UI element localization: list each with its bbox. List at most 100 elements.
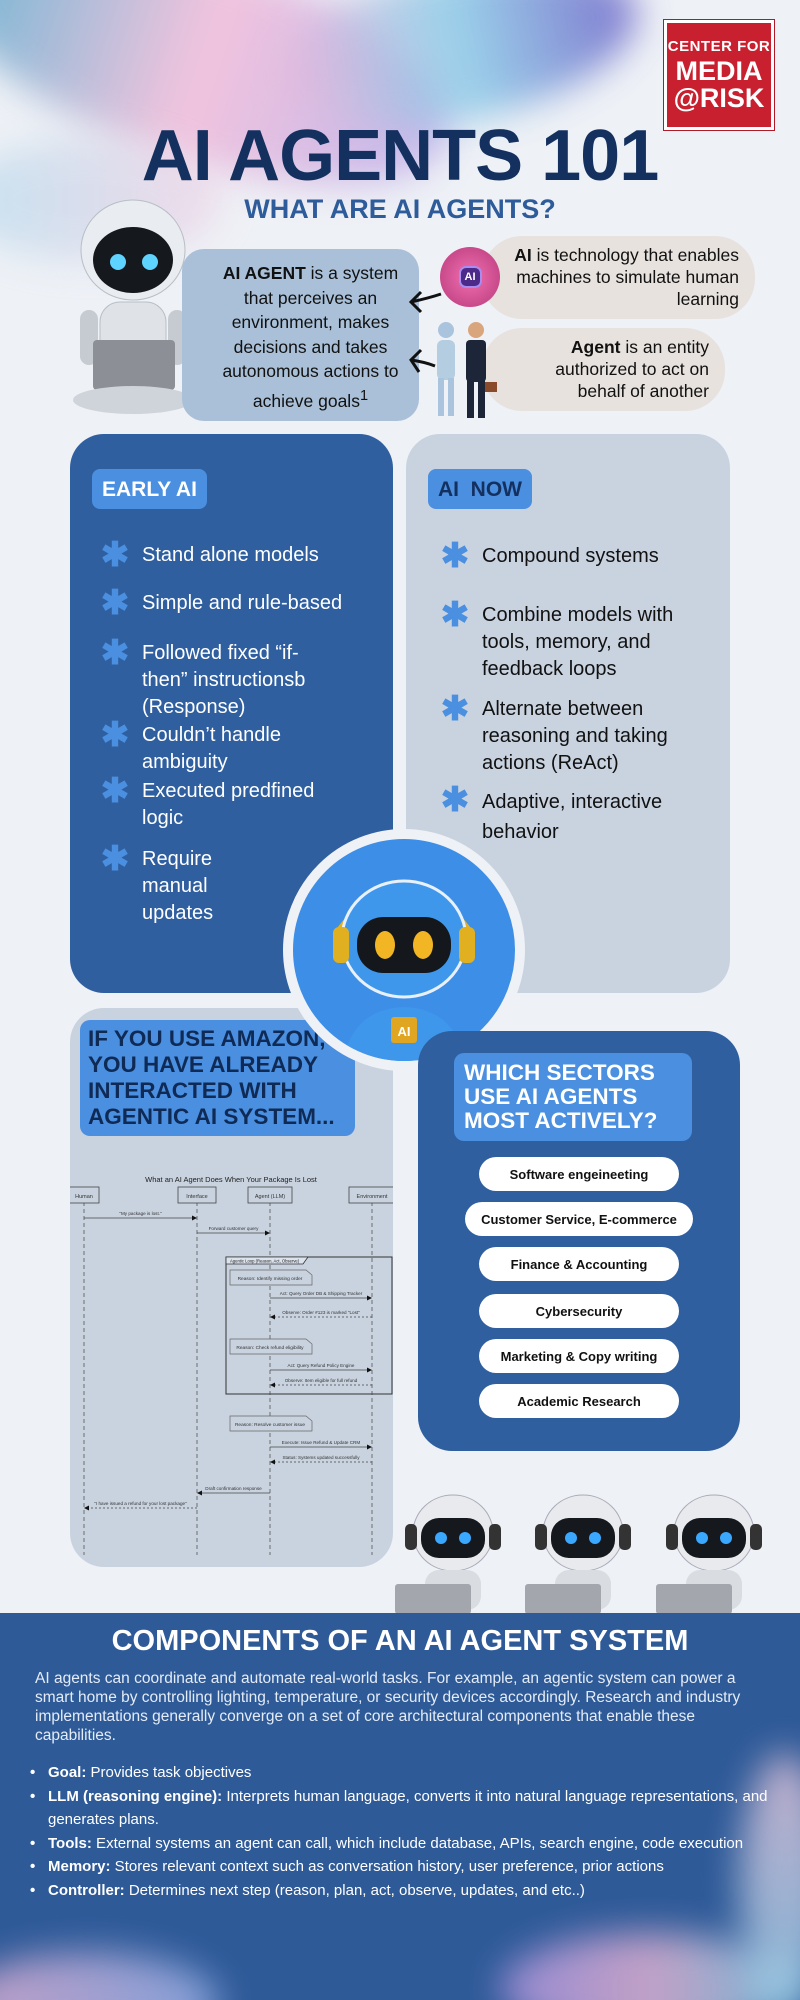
participant-box [348, 1186, 393, 1204]
note-text: Reason: Check refund eligibility [236, 1345, 304, 1351]
ai-now-label: AI NOW [428, 469, 532, 509]
sector-pill: Customer Service, E-commerce [465, 1202, 693, 1236]
participant-box [247, 1186, 293, 1204]
item-text: Stand alone models [142, 544, 319, 566]
component-term: Controller: [48, 1881, 125, 1899]
list-item: ✱ Followed fixed “if-then” instructionsb … [100, 634, 385, 721]
asterisk-icon: ✱ [100, 634, 130, 672]
sector-pill: Cybersecurity [479, 1294, 679, 1328]
message-label: Forward customer query [209, 1226, 259, 1231]
list-item: ✱ Simple and rule-based [100, 584, 385, 622]
component-term: Goal: [48, 1764, 87, 1781]
asterisk-icon: ✱ [100, 584, 130, 622]
item-text: Combine models with tools, memory, and f… [482, 604, 674, 680]
headset-robot-illustration [652, 1478, 776, 1619]
definition-text: is technology that enables machines to s… [516, 245, 739, 309]
sectors-panel: WHICH SECTORS USE AI AGENTS MOST ACTIVEL… [418, 1031, 740, 1451]
agent-definition: Agent is an entity authorized to act on … [482, 328, 725, 411]
asterisk-icon: ✱ [100, 772, 130, 810]
headset-robot-illustration: AI [283, 829, 525, 1071]
item-text: Followed fixed “if-then” instructionsb (… [142, 642, 306, 718]
arrowhead-icon [270, 1382, 275, 1388]
asterisk-icon: ✱ [100, 716, 130, 754]
definition-text: is a system that perceives an environmen… [222, 263, 399, 411]
robot-icon: AI [333, 879, 475, 1061]
logo-line: @RISK [673, 82, 765, 113]
component-term: Memory: [48, 1858, 111, 1875]
robot-icon [656, 1494, 762, 1614]
note-box [229, 1338, 313, 1355]
arrowhead-icon [367, 1444, 372, 1450]
message-label: Act: Query Order DB & Shipping Tracker [280, 1291, 363, 1296]
participant-label: Agent (LLM) [255, 1194, 285, 1200]
component-desc: External systems an agent can call, whic… [91, 1834, 744, 1852]
message-label: Observe: Order #123 is marked "Lost" [282, 1310, 360, 1315]
component-term: Tools: [48, 1834, 92, 1852]
message-label: "My package is lost." [119, 1211, 162, 1216]
participant-label: Human [75, 1194, 93, 1200]
decorative-wave [0, 1953, 220, 2000]
sector-pill: Marketing & Copy writing [479, 1339, 679, 1373]
arrowhead-icon [367, 1295, 372, 1301]
component-item: Controller: Determines next step (reason… [30, 1879, 770, 1903]
sector-pill: Software engeineeting [479, 1157, 679, 1191]
asterisk-icon: ✱ [440, 781, 470, 819]
amazon-heading: IF YOU USE AMAZON, YOU HAVE ALREADY INTE… [80, 1020, 355, 1136]
arrowhead-icon [192, 1215, 197, 1221]
message-label: Status: Systems updated successfully [282, 1455, 360, 1460]
list-item: ✱ Couldn’t handle ambiguity [100, 716, 385, 776]
sectors-heading: WHICH SECTORS USE AI AGENTS MOST ACTIVEL… [454, 1053, 692, 1141]
components-list: Goal: Provides task objectives LLM (reas… [30, 1761, 770, 1902]
component-item: Goal: Provides task objectives [30, 1761, 770, 1785]
logo-line: CENTER FOR [667, 37, 771, 55]
sector-pill: Finance & Accounting [479, 1247, 679, 1281]
item-text: Couldn’t handle ambiguity [142, 724, 281, 773]
arrowhead-icon [270, 1459, 275, 1465]
robot-icon [525, 1494, 631, 1614]
page-subtitle: WHAT ARE AI AGENTS? [244, 194, 556, 224]
list-item: ✱Adaptive, interactive behavior [440, 781, 725, 847]
arrowhead-icon [84, 1505, 89, 1511]
list-item: ✱ Executed predfined logic [100, 772, 385, 832]
message-label: Observe: Item eligible for full refund [285, 1378, 358, 1383]
message-label: Act: Query Refund Policy Engine [288, 1363, 355, 1368]
component-desc: Provides task objectives [86, 1764, 252, 1781]
arrow-icon [408, 290, 442, 314]
participant-label: Environment [357, 1194, 388, 1200]
component-item: Memory: Stores relevant context such as … [30, 1855, 770, 1879]
ai-definition: AI is technology that enables machines t… [482, 236, 755, 319]
component-item: LLM (reasoning engine): Interprets human… [30, 1785, 770, 1832]
item-text: Simple and rule-based [142, 592, 343, 614]
term: AI [514, 245, 532, 265]
logo-line: MEDIA [675, 55, 763, 86]
robot-icon [395, 1494, 501, 1614]
asterisk-icon: ✱ [100, 536, 130, 574]
page-title: AI AGENTS 101 [141, 116, 660, 196]
list-item: ✱Compound systems [440, 539, 725, 573]
item-text: Executed predfined logic [142, 780, 315, 829]
ai-agent-definition: AI AGENT is a system that perceives an e… [182, 249, 419, 421]
center-for-media-at-risk-logo: CENTER FOR MEDIA @RISK [663, 19, 775, 131]
sequence-diagram: What an AI Agent Does When Your Package … [70, 1175, 393, 1555]
asterisk-icon: ✱ [440, 690, 470, 728]
participant-box [70, 1186, 100, 1204]
robot-with-laptop-illustration [73, 199, 193, 414]
component-desc: Interprets human language, converts it i… [48, 1787, 768, 1829]
list-item: ✱Combine models with tools, memory, and … [440, 598, 725, 683]
arrowhead-icon [367, 1367, 372, 1373]
note-text: Reason: Resolve customer issue [235, 1422, 305, 1428]
arrowhead-icon [270, 1314, 275, 1320]
component-desc: Determines next step (reason, plan, act,… [124, 1881, 585, 1899]
list-item: ✱ Stand alone models [100, 536, 385, 574]
message-label: "I have issued a refund for your lost pa… [94, 1501, 187, 1506]
early-ai-label: EARLY AI [92, 469, 207, 509]
components-section: COMPONENTS OF AN AI AGENT SYSTEM AI agen… [0, 1613, 800, 2000]
component-item: Tools: External systems an agent can cal… [30, 1832, 770, 1856]
message-label: Execute: Issue Refund & Update CRM [282, 1440, 361, 1445]
components-title: COMPONENTS OF AN AI AGENT SYSTEM [111, 1625, 689, 1657]
loop-frame [225, 1256, 393, 1395]
component-desc: Stores relevant context such as conversa… [110, 1858, 664, 1875]
components-intro: AI agents can coordinate and automate re… [35, 1670, 741, 1744]
term: Agent [570, 337, 621, 357]
arrows [408, 290, 442, 373]
